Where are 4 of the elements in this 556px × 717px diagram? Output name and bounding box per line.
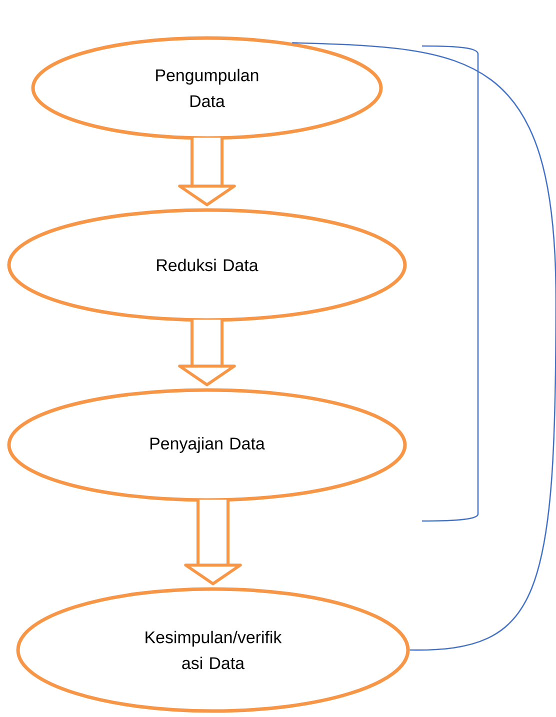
block-arrow	[178, 138, 236, 206]
connector-line	[292, 42, 556, 651]
block-arrow	[184, 500, 242, 586]
block-arrow	[178, 320, 236, 386]
